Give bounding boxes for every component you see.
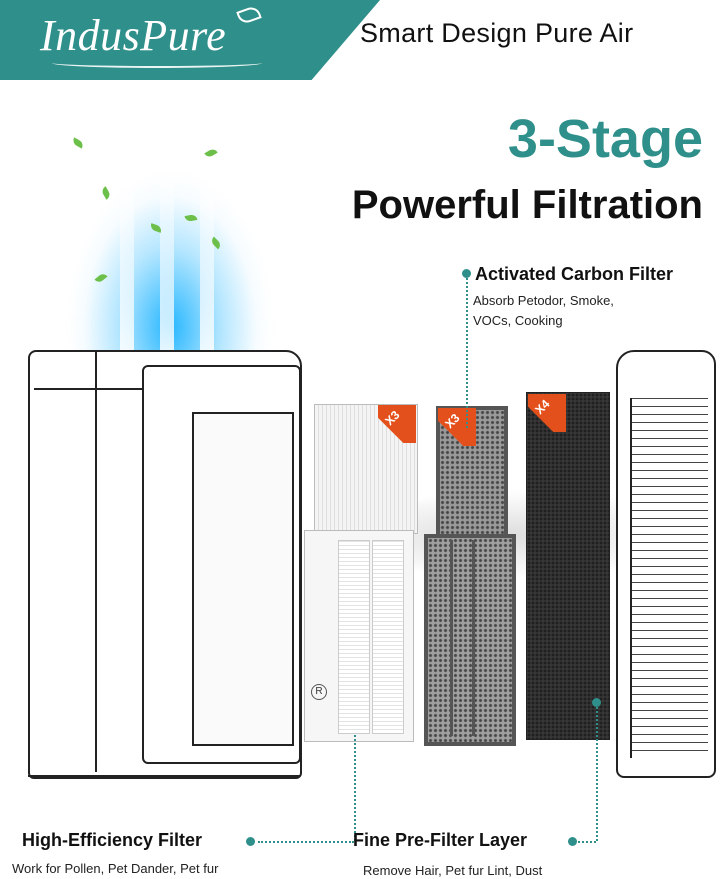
prefilter-desc: Remove Hair, Pet fur Lint, Dust (363, 863, 543, 878)
hepa-filter-desc: Work for Pollen, Pet Dander, Pet fur (12, 861, 219, 876)
carbon-filter-desc-line1: Absorb Petodor, Smoke, (473, 293, 614, 308)
prefilter-title: Fine Pre-Filter Layer (353, 830, 528, 850)
callout-leader (578, 841, 596, 843)
callout-leader (258, 841, 354, 843)
callout-leader (596, 707, 598, 841)
carbon-divider (450, 540, 453, 736)
carbon-count-badge: X3 (438, 408, 476, 446)
carbon-filter-frame (424, 534, 516, 746)
callout-dot (568, 837, 577, 846)
callout-leader (354, 735, 356, 841)
hepa-pleat (372, 540, 404, 734)
purifier-installed-filter (192, 412, 294, 746)
airflow-beam (160, 80, 174, 370)
hepa-count-badge: X3 (378, 405, 416, 443)
callout-dot (462, 269, 471, 278)
logo-swoosh (52, 58, 262, 68)
callout-dot (592, 698, 601, 707)
airflow-beam (200, 80, 214, 370)
headline-main: Powerful Filtration (351, 183, 703, 227)
carbon-divider (472, 540, 475, 736)
prefilter-count-badge: X4 (528, 394, 566, 432)
purifier-base (28, 775, 300, 777)
pre-filter-mesh (526, 392, 610, 740)
hepa-filter-title: High-Efficiency Filter (22, 830, 203, 850)
brand-logo: IndusPure (40, 11, 227, 60)
callout-leader (466, 278, 468, 428)
headline-stage: 3-Stage (507, 109, 703, 169)
registered-mark-icon: R (311, 684, 327, 700)
airflow-beam (120, 80, 134, 370)
tagline: Smart Design Pure Air (360, 18, 634, 48)
purifier-side-seam (95, 352, 97, 772)
carbon-filter-title: Activated Carbon Filter (475, 264, 674, 284)
rear-grille-slats (630, 398, 708, 758)
callout-dot (246, 837, 255, 846)
hepa-pleat (338, 540, 370, 734)
carbon-filter-desc-line2: VOCs, Cooking (473, 313, 563, 328)
